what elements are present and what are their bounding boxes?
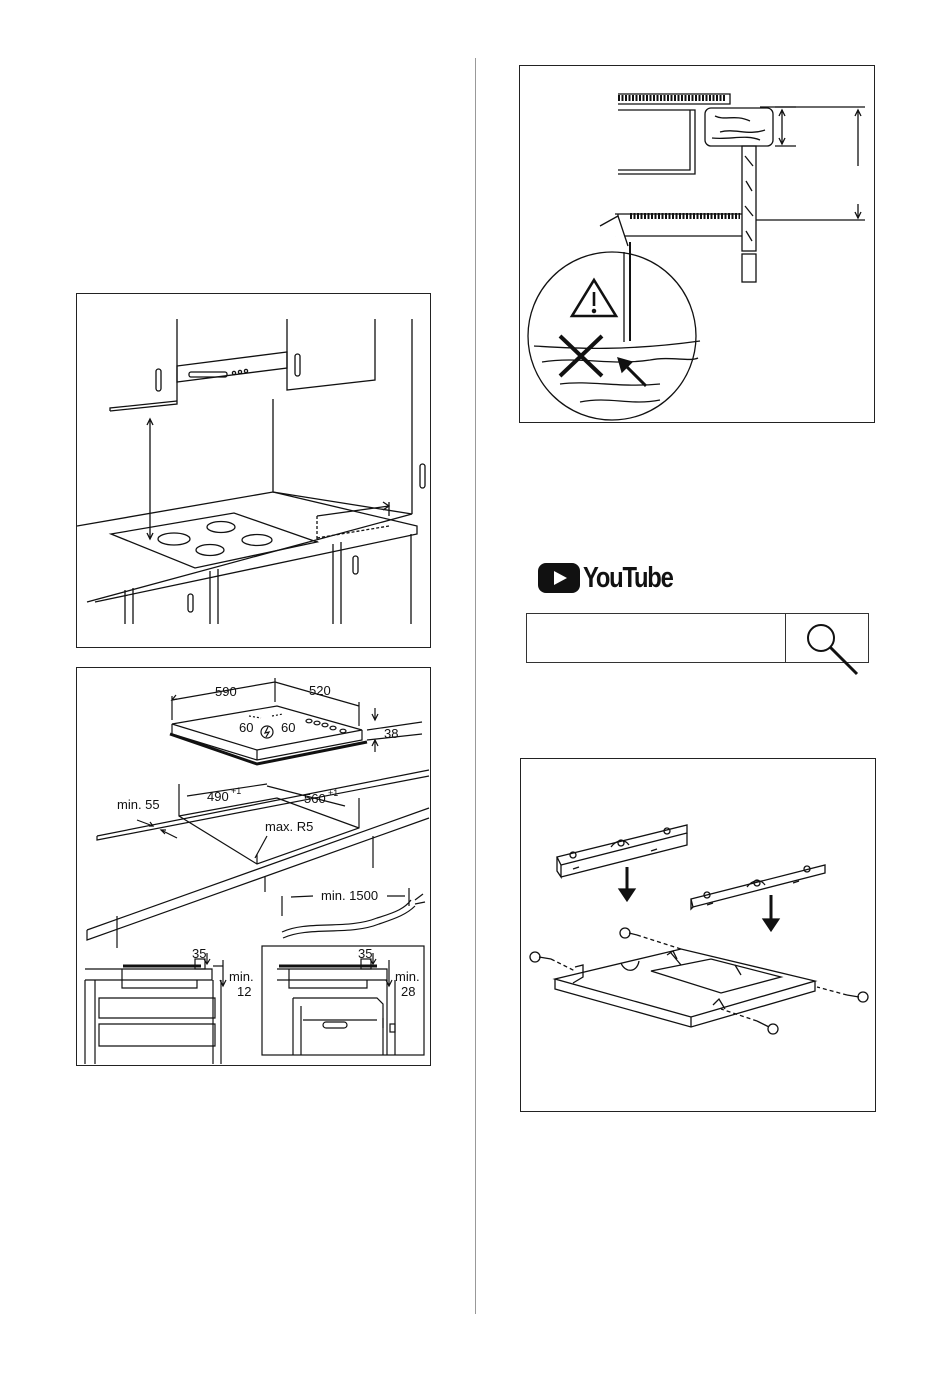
left-detail-min-value: 12 bbox=[237, 984, 251, 999]
edge-right-label: 60 bbox=[281, 720, 295, 735]
figure-installation-warning bbox=[519, 65, 875, 423]
min-front-label: min. 55 bbox=[117, 797, 160, 812]
right-detail-min-value: 28 bbox=[401, 984, 415, 999]
figure-bracket-assembly bbox=[520, 758, 876, 1112]
search-box bbox=[526, 613, 869, 663]
corner-radius-label: max. R5 bbox=[265, 819, 313, 834]
right-detail-min-label: min. bbox=[395, 969, 420, 984]
hood-above-hob-illustration bbox=[77, 294, 431, 648]
hob-depth-label: 520 bbox=[309, 683, 331, 698]
column-divider bbox=[475, 58, 476, 1314]
youtube-logo: YouTube bbox=[538, 560, 678, 596]
hob-width-label: 590 bbox=[215, 684, 237, 699]
youtube-wordmark: YouTube bbox=[583, 560, 673, 596]
cable-length-label: min. 1500 bbox=[321, 888, 378, 903]
bracket-assembly-illustration bbox=[521, 759, 876, 1112]
cutout-depth-tolerance: +1 bbox=[328, 788, 338, 798]
hob-height-label: 38 bbox=[384, 726, 398, 741]
search-button[interactable] bbox=[785, 614, 868, 662]
bracket-left bbox=[557, 825, 687, 877]
warning-illustration bbox=[520, 66, 875, 423]
screw-icon bbox=[721, 1009, 778, 1034]
right-detail-depth: 35 bbox=[358, 946, 372, 961]
youtube-play-icon bbox=[538, 563, 580, 593]
cutout-depth-label: 560 bbox=[304, 791, 326, 806]
left-detail-depth: 35 bbox=[192, 946, 206, 961]
magnifier-icon bbox=[786, 614, 868, 676]
figure-hood-clearance bbox=[76, 293, 431, 648]
cutout-width-label: 490 bbox=[207, 789, 229, 804]
bracket-right bbox=[691, 865, 825, 909]
screw-icon bbox=[530, 952, 575, 971]
cutout-width-tolerance: +1 bbox=[231, 786, 241, 796]
dimension-labels: 590 520 60 60 38 490 +1 560 +1 min. 55 m… bbox=[77, 668, 431, 1066]
search-input[interactable] bbox=[527, 614, 785, 662]
edge-left-label: 60 bbox=[239, 720, 253, 735]
left-detail-min-label: min. bbox=[229, 969, 254, 984]
screw-icon bbox=[620, 928, 681, 949]
screw-icon bbox=[817, 987, 868, 1002]
figure-hob-dimensions: 590 520 60 60 38 490 +1 560 +1 min. 55 m… bbox=[76, 667, 431, 1066]
